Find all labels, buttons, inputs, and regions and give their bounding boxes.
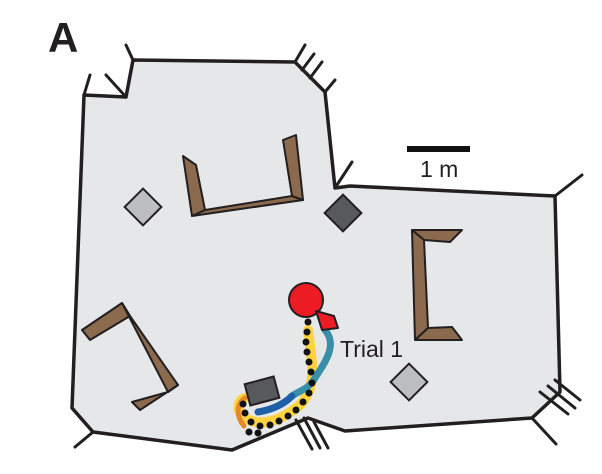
- dark-block-center: [323, 193, 363, 233]
- corner-ticks: [73, 43, 584, 451]
- panel-label: A: [48, 14, 78, 61]
- light-block-right: [389, 362, 429, 402]
- goal-circle: [288, 282, 324, 318]
- trial-label: Trial 1: [340, 336, 403, 362]
- goal-pointer: [315, 310, 339, 331]
- scale-bar-line: [407, 146, 470, 152]
- trajectory-orange: [235, 395, 248, 429]
- dark-block-start: [243, 375, 281, 407]
- scale-bar-label: 1 m: [420, 156, 458, 182]
- trajectory-dots: [239, 318, 316, 437]
- scale-bar: 1 m: [407, 146, 470, 182]
- wall-barrier-top: [182, 134, 304, 217]
- trajectory-blue: [254, 392, 296, 416]
- trajectory-teal: [288, 326, 334, 400]
- light-block-left: [123, 187, 163, 227]
- wall-barrier-right: [411, 229, 463, 341]
- arena-outline: [70, 58, 562, 452]
- wall-barrier-left: [81, 302, 179, 411]
